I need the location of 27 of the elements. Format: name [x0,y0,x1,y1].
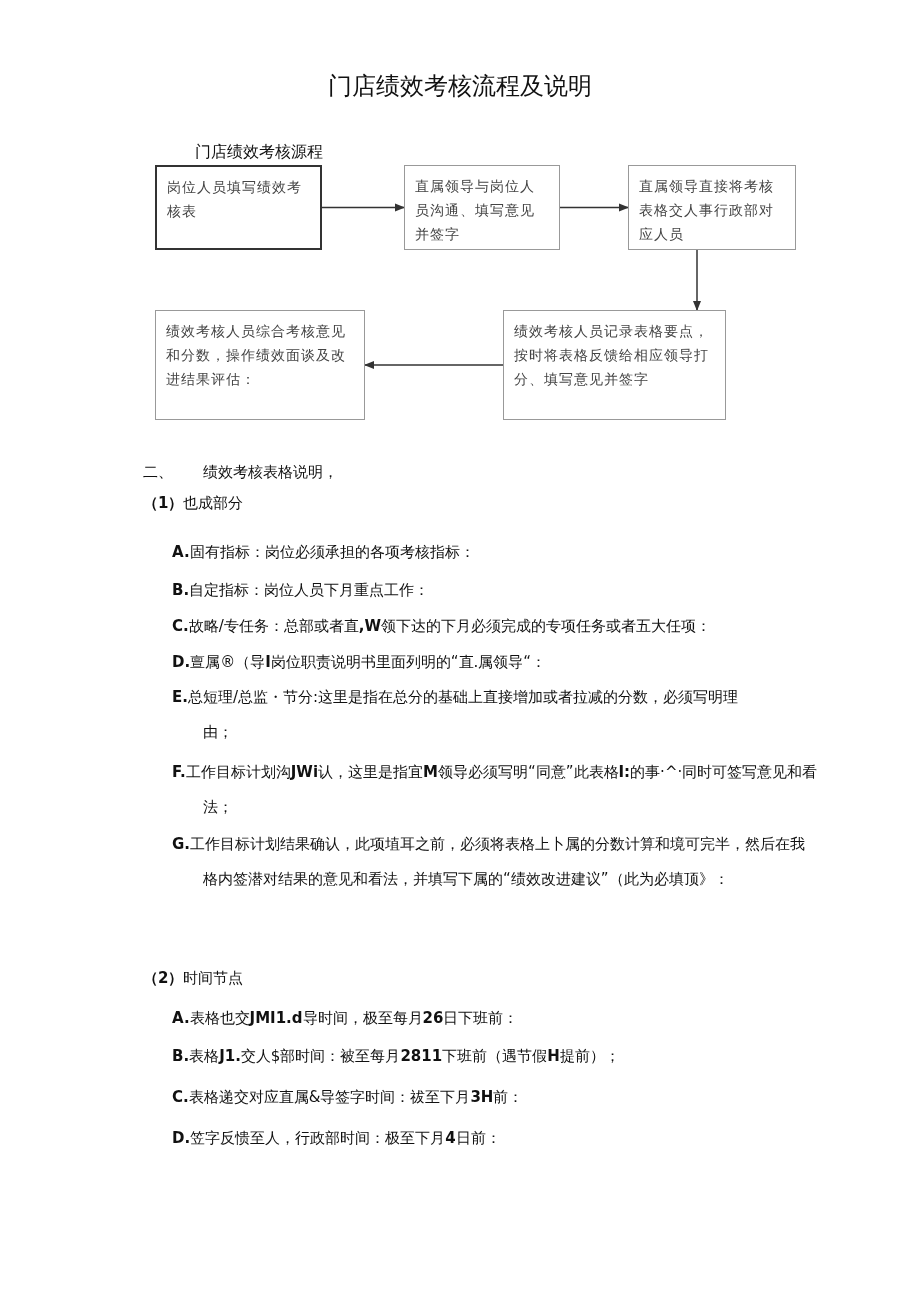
box-text: 直属领导与岗位人员沟通、填写意见并签字 [415,177,536,244]
arrow [693,249,701,311]
arrow [559,203,629,212]
list-item: B.自定指标：岗位人员下月重点工作： [172,580,431,601]
page-title: 门店绩效考核流程及说明 [327,71,593,102]
list-item: G.工作目标计划结果确认，此项埴耳之前，必须将表格上卜属的分数计算和境可完半，然后在我格内签潜对结果的意见和看法，并填写下属的“绩效改进建议”（此为必填顶》： [172,834,806,890]
list-item: D.亶属®（导I岗位职责说明书里面列明的“直.属领导“： [172,652,548,673]
box-text: 绩效考核人员综合考核意见和分数，操作绩效面谈及改进结果评估： [166,322,347,389]
arrow [364,361,504,369]
box-text: 直属领导直接将考核表格交人事行政部对应人员 [639,177,775,244]
chart-heading: 门店绩效考核源程 [195,141,324,163]
process-box [628,165,796,250]
process-box [404,165,560,250]
process-box [155,165,322,250]
list-item: C.故略/专任务：总部或者直,W领下达的下月必须完成的专项任务或者五大任项： [172,616,713,637]
arrow [321,203,405,212]
list-item: A.固有指标：岗位必须承担的各项考核指标： [172,542,476,563]
subsection-heading: （2）时间节点 [143,968,245,989]
list-item: F.工作目标计划沟JWi认，这里是指宜M领导必须写明“同意”此表格I:的事·^·同时可签写意见和看法； [172,762,819,818]
box-text: 岗位人员填写绩效考核表 [167,178,303,221]
list-item: A.表格也交JMI1.d导时间，极至每月26日下班前： [172,1008,520,1029]
subsection-heading: （1）也成部分 [143,493,245,514]
section-heading: 二、 绩效考核表格说明， [143,462,339,483]
process-box [155,310,365,420]
box-text: 绩效考核人员记录表格要点，按时将表格反馈给相应领导打分、填写意见并签字 [514,322,710,389]
list-item: E.总短理/总监・节分:这里是指在总分的基础上直接增加或者拉减的分数，必须写明理由； [172,687,740,743]
process-box [503,310,726,420]
